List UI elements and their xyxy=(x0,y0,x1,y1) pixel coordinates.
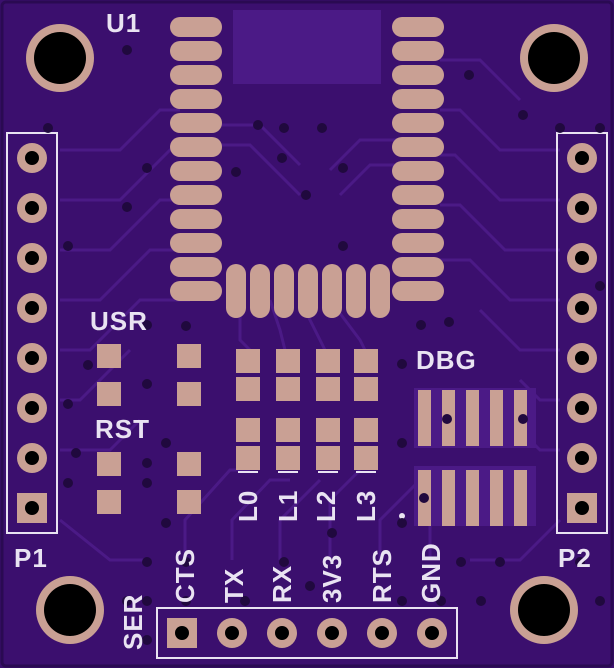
ser-pins xyxy=(167,618,447,648)
p1-outline xyxy=(6,132,58,534)
led-pads xyxy=(236,349,378,470)
led-l3-label: L3 xyxy=(351,489,381,522)
vias xyxy=(43,45,605,645)
mounting-holes xyxy=(26,24,588,644)
u1-thermal-area xyxy=(233,10,381,84)
p1-pins xyxy=(17,143,47,523)
dbg-connector xyxy=(399,388,536,526)
rst-label: RST xyxy=(95,414,150,444)
led-l1-label: L1 xyxy=(273,489,303,522)
ser-3v3-label: 3V3 xyxy=(317,553,347,603)
ser-tx-label: TX xyxy=(219,567,249,603)
p2-label: P2 xyxy=(558,543,592,573)
u1-right-pads xyxy=(392,17,444,301)
button-pads xyxy=(97,344,201,514)
ser-outline xyxy=(156,607,458,659)
ser-gnd-label: GND xyxy=(416,542,446,603)
p2-pins xyxy=(567,143,597,523)
led-l0-label: L0 xyxy=(233,489,263,522)
dbg-label: DBG xyxy=(416,345,477,375)
p1-label: P1 xyxy=(14,543,48,573)
led-l2-label: L2 xyxy=(311,489,341,522)
u1-label: U1 xyxy=(106,8,142,38)
u1-left-pads xyxy=(170,17,222,301)
p2-outline xyxy=(556,132,608,534)
u1-bottom-pads xyxy=(226,264,390,318)
ser-rts-label: RTS xyxy=(367,548,397,603)
ser-rx-label: RX xyxy=(267,564,297,603)
ser-label: SER xyxy=(118,593,148,650)
usr-label: USR xyxy=(90,306,148,336)
ser-cts-label: CTS xyxy=(170,548,200,603)
